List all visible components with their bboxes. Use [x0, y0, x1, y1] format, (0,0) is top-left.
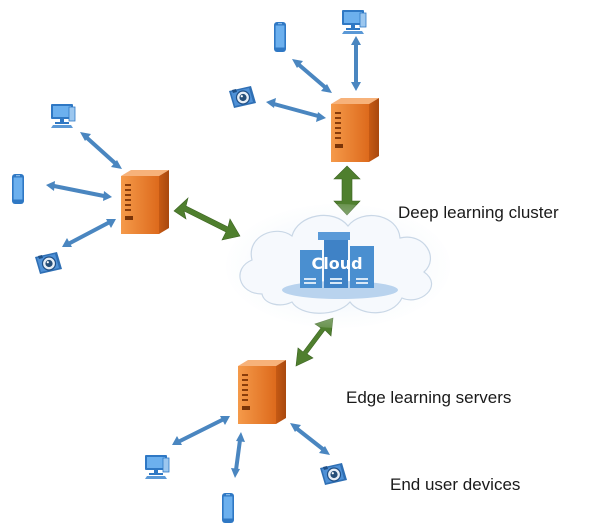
camera-icon: [34, 251, 63, 275]
cloud-label: Cloud: [311, 254, 362, 273]
cloud-icon: Cloud: [226, 204, 450, 328]
link-cluster-camera: [266, 98, 326, 122]
cloud-datacenter-icon: [300, 232, 374, 288]
deep-learning-cluster-label: Deep learning cluster: [398, 203, 559, 222]
link-edge-camera: [290, 423, 330, 455]
edge-learning-servers-label: Edge learning servers: [346, 388, 512, 407]
server-icon: [238, 360, 286, 424]
link-cluster-desktop: [351, 36, 361, 91]
link-edge-desktop: [172, 416, 230, 445]
server-icon: [121, 170, 169, 234]
link-cluster-phone: [292, 59, 332, 93]
phone-icon: [274, 22, 286, 52]
desktop-icon: [144, 454, 170, 480]
camera-icon: [319, 462, 348, 486]
link-edge-phone: [231, 432, 245, 478]
phone-icon: [222, 493, 234, 523]
desktop-icon: [341, 9, 367, 35]
server-icon: [331, 98, 379, 162]
end-user-devices-label: End user devices: [390, 475, 521, 494]
link-left-phone: [46, 181, 112, 201]
desktop-icon: [50, 103, 76, 129]
camera-icon: [228, 85, 257, 109]
link-left-camera: [62, 219, 116, 247]
link-left-desktop: [80, 132, 122, 169]
backhaul-link-left-cloud: [173, 197, 241, 241]
phone-icon: [12, 174, 24, 204]
